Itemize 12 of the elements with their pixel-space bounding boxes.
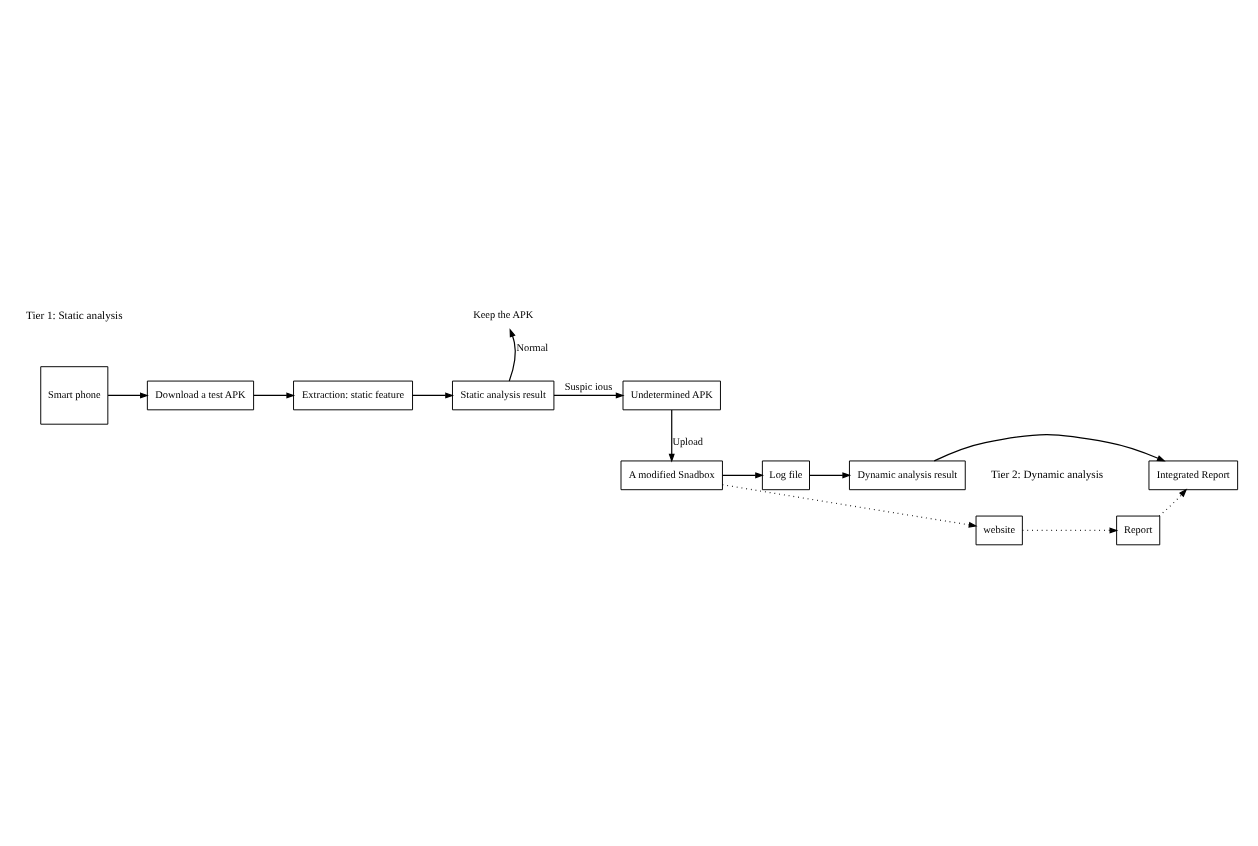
arrow [668, 409, 675, 463]
arrow [411, 392, 455, 399]
arrow [253, 392, 296, 399]
arrow [107, 392, 149, 399]
arrow [1021, 527, 1119, 534]
arrow [809, 472, 852, 479]
arrow [722, 472, 764, 479]
arrow [1158, 488, 1188, 517]
arrow [933, 434, 1166, 462]
arrow [721, 484, 978, 528]
arrow [508, 328, 516, 382]
arrow [553, 392, 625, 399]
